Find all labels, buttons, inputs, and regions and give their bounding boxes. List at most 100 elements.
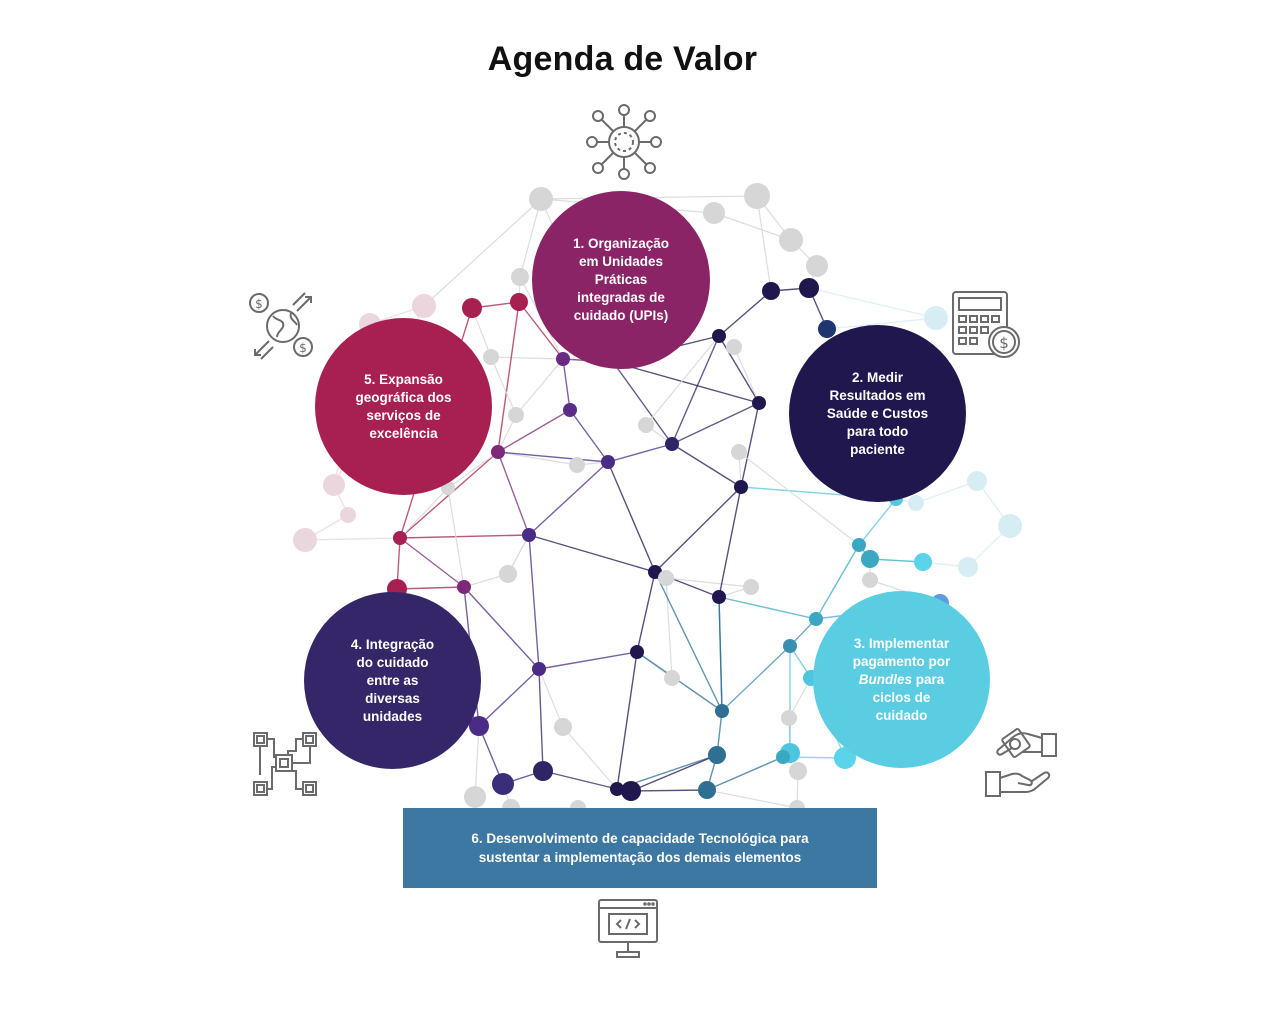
network-node bbox=[483, 349, 499, 365]
network-node bbox=[712, 329, 726, 343]
network-node bbox=[818, 320, 836, 338]
element-5-circle: 5. Expansão geográfica dos serviços de e… bbox=[315, 318, 492, 495]
network-edge bbox=[733, 346, 760, 404]
network-node bbox=[809, 612, 823, 626]
network-node bbox=[744, 183, 770, 209]
network-edge bbox=[706, 789, 798, 809]
network-node bbox=[743, 579, 759, 595]
network-edge bbox=[636, 651, 723, 712]
network-node bbox=[914, 553, 932, 571]
element-1-circle: 1. Organização em Unidades Práticas inte… bbox=[532, 191, 710, 369]
network-edge bbox=[399, 537, 465, 588]
element-6-banner: 6. Desenvolvimento de capacidade Tecnoló… bbox=[403, 808, 877, 888]
svg-text:$: $ bbox=[299, 341, 307, 355]
network-edge bbox=[718, 335, 760, 404]
network-node bbox=[658, 570, 674, 586]
network-edge bbox=[490, 356, 564, 360]
network-edge bbox=[538, 668, 564, 728]
element-4-circle: 4. Integração do cuidado entre as divers… bbox=[304, 592, 481, 769]
network-edge bbox=[569, 409, 609, 463]
network-node bbox=[861, 550, 879, 568]
network-edge bbox=[721, 645, 791, 712]
network-edge bbox=[528, 534, 540, 670]
element-3-label-end: para ciclos de cuidado bbox=[872, 671, 945, 723]
network-node bbox=[529, 187, 553, 211]
network-node bbox=[393, 531, 407, 545]
network-edge bbox=[607, 443, 673, 463]
element-3-label: 3. Implementar pagamento por Bundles par… bbox=[848, 635, 956, 725]
network-node bbox=[783, 639, 797, 653]
network-edge bbox=[528, 461, 609, 536]
network-edge bbox=[630, 789, 708, 792]
network-edge bbox=[447, 487, 465, 588]
network-node bbox=[340, 507, 356, 523]
network-edge bbox=[528, 534, 656, 573]
network-node bbox=[908, 495, 924, 511]
network-node bbox=[638, 417, 654, 433]
network-edge bbox=[518, 301, 564, 360]
network-node bbox=[776, 750, 790, 764]
network-edge bbox=[671, 335, 720, 445]
network-node bbox=[731, 444, 747, 460]
network-edge bbox=[665, 577, 673, 679]
network-node bbox=[533, 761, 553, 781]
network-edge bbox=[399, 534, 530, 539]
network-edge bbox=[645, 335, 720, 426]
network-node bbox=[569, 457, 585, 473]
network-edge bbox=[490, 356, 517, 416]
network-edge bbox=[630, 754, 718, 792]
network-node bbox=[491, 445, 505, 459]
svg-text:$: $ bbox=[999, 334, 1009, 352]
network-node bbox=[563, 403, 577, 417]
network-node bbox=[522, 528, 536, 542]
network-node bbox=[457, 580, 471, 594]
network-edge bbox=[423, 198, 542, 307]
network-node bbox=[862, 572, 878, 588]
network-node bbox=[665, 437, 679, 451]
network-edge bbox=[654, 571, 723, 712]
network-node bbox=[621, 781, 641, 801]
network-edge bbox=[671, 443, 742, 488]
network-node bbox=[664, 670, 680, 686]
network-edge bbox=[497, 451, 609, 463]
network-node bbox=[510, 293, 528, 311]
network-node bbox=[779, 228, 803, 252]
network-node bbox=[601, 455, 615, 469]
network-edge bbox=[497, 301, 520, 453]
network-node bbox=[293, 528, 317, 552]
network-node bbox=[967, 471, 987, 491]
element-3-label-emphasis: Bundles bbox=[858, 671, 912, 687]
network-edge bbox=[497, 409, 571, 453]
network-edge bbox=[538, 668, 544, 772]
network-edge bbox=[399, 487, 449, 539]
network-edge bbox=[616, 651, 638, 790]
element-2-label: 2. Medir Resultados em Saúde e Custos pa… bbox=[826, 369, 929, 457]
network-node bbox=[708, 746, 726, 764]
network-node bbox=[464, 786, 486, 808]
network-edge bbox=[497, 451, 578, 466]
network-node bbox=[726, 339, 742, 355]
network-edge bbox=[474, 725, 480, 798]
network-edge bbox=[654, 486, 742, 573]
network-edge bbox=[718, 290, 772, 337]
network-edge bbox=[497, 451, 530, 536]
network-node bbox=[492, 773, 514, 795]
network-edge bbox=[808, 287, 937, 319]
network-node bbox=[762, 282, 780, 300]
network-edge bbox=[562, 358, 571, 411]
network-node bbox=[852, 538, 866, 552]
network-edge bbox=[612, 361, 673, 445]
element-6-label: 6. Desenvolvimento de capacidade Tecnoló… bbox=[471, 831, 809, 865]
network-node bbox=[734, 480, 748, 494]
network-edge bbox=[718, 596, 817, 620]
network-node bbox=[508, 407, 524, 423]
network-node bbox=[499, 565, 517, 583]
network-edge bbox=[447, 451, 499, 489]
network-edge bbox=[515, 358, 564, 416]
network-node bbox=[630, 645, 644, 659]
network-node bbox=[806, 255, 828, 277]
element-2-circle: 2. Medir Resultados em Saúde e Custos pa… bbox=[789, 325, 966, 502]
network-node bbox=[958, 557, 978, 577]
network-node bbox=[715, 704, 729, 718]
network-node bbox=[924, 306, 948, 330]
